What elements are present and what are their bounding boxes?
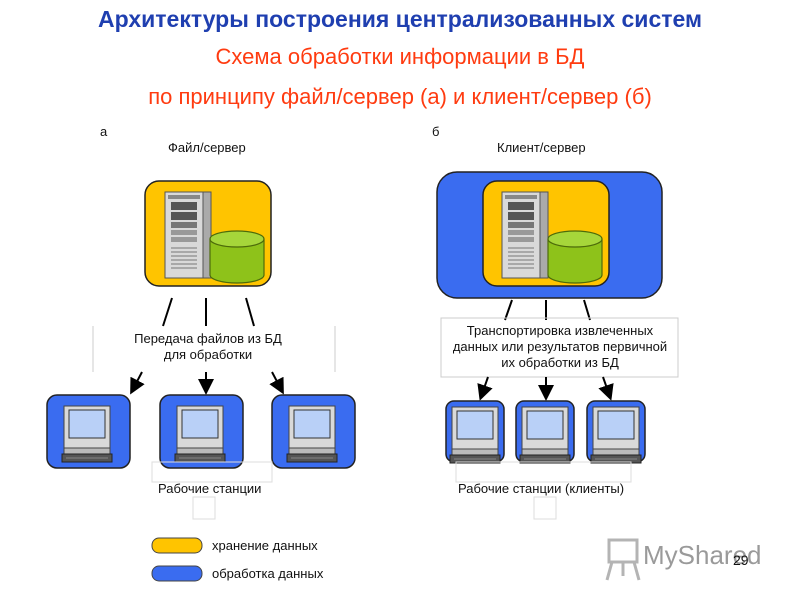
left-server-node: [144, 180, 272, 287]
right-marker: б: [432, 124, 440, 139]
left-link-line-1: [162, 297, 173, 327]
slide-subtitle-line1: Схема обработки информации в БД: [215, 44, 585, 69]
right-workstations-label: Рабочие станции (клиенты): [458, 481, 625, 496]
left-link-line-3: [245, 297, 255, 327]
right-link-line-3: [583, 299, 591, 321]
computer-monitor-icon: [174, 405, 226, 463]
computer-monitor-icon: [590, 406, 642, 464]
computer-monitor-icon: [519, 406, 571, 464]
slide-subtitle-line2: по принципу файл/сервер (а) и клиент/сер…: [148, 84, 652, 109]
legend-processing-swatch: [151, 565, 203, 582]
left-arrow-3: [269, 371, 284, 395]
server-tower-icon: [501, 191, 549, 279]
left-marker: а: [100, 124, 108, 139]
left-transfer-caption-line1: Передача файлов из БД: [134, 331, 282, 346]
computer-monitor-icon: [449, 406, 501, 464]
left-arrow-1: [130, 371, 145, 395]
server-tower-icon: [164, 191, 212, 279]
left-workstation-2: [159, 394, 244, 469]
left-workstation-1: [46, 394, 131, 469]
watermark-logo: MyShared: [643, 540, 762, 570]
database-cylinder-icon: [547, 230, 603, 284]
database-cylinder-icon: [209, 230, 265, 284]
right-heading: Клиент/сервер: [497, 140, 586, 155]
right-arrow-3: [598, 376, 614, 401]
legend-storage-swatch: [151, 537, 203, 554]
right-transfer-caption-line2: данных или результатов первичной: [452, 339, 668, 354]
right-server-node: [436, 171, 663, 299]
slide-title: Архитектуры построения централизованных …: [98, 6, 702, 32]
right-arrow-1: [477, 376, 493, 401]
left-transfer-caption: Передача файлов из БД для обработки: [100, 331, 316, 363]
legend-storage-label: хранение данных: [212, 538, 318, 553]
left-heading: Файл/сервер: [168, 140, 246, 155]
left-workstations-label: Рабочие станции: [158, 481, 262, 496]
left-workstation-3: [271, 394, 356, 469]
presentation-board-icon: [605, 538, 641, 581]
legend-processing-label: обработка данных: [212, 566, 324, 581]
page-number: 29: [733, 552, 749, 568]
left-transfer-caption-line2: для обработки: [163, 347, 253, 362]
computer-monitor-icon: [61, 405, 113, 463]
right-transfer-caption-line3: их обработки из БД: [501, 355, 619, 370]
right-workstation-2: [515, 400, 575, 464]
right-workstation-1: [445, 400, 505, 464]
computer-monitor-icon: [286, 405, 338, 463]
right-workstation-3: [586, 400, 646, 464]
right-transfer-caption: Транспортировка извлеченных данных или р…: [441, 323, 679, 371]
right-transfer-caption-line1: Транспортировка извлеченных: [466, 323, 654, 338]
right-link-line-1: [504, 299, 513, 321]
